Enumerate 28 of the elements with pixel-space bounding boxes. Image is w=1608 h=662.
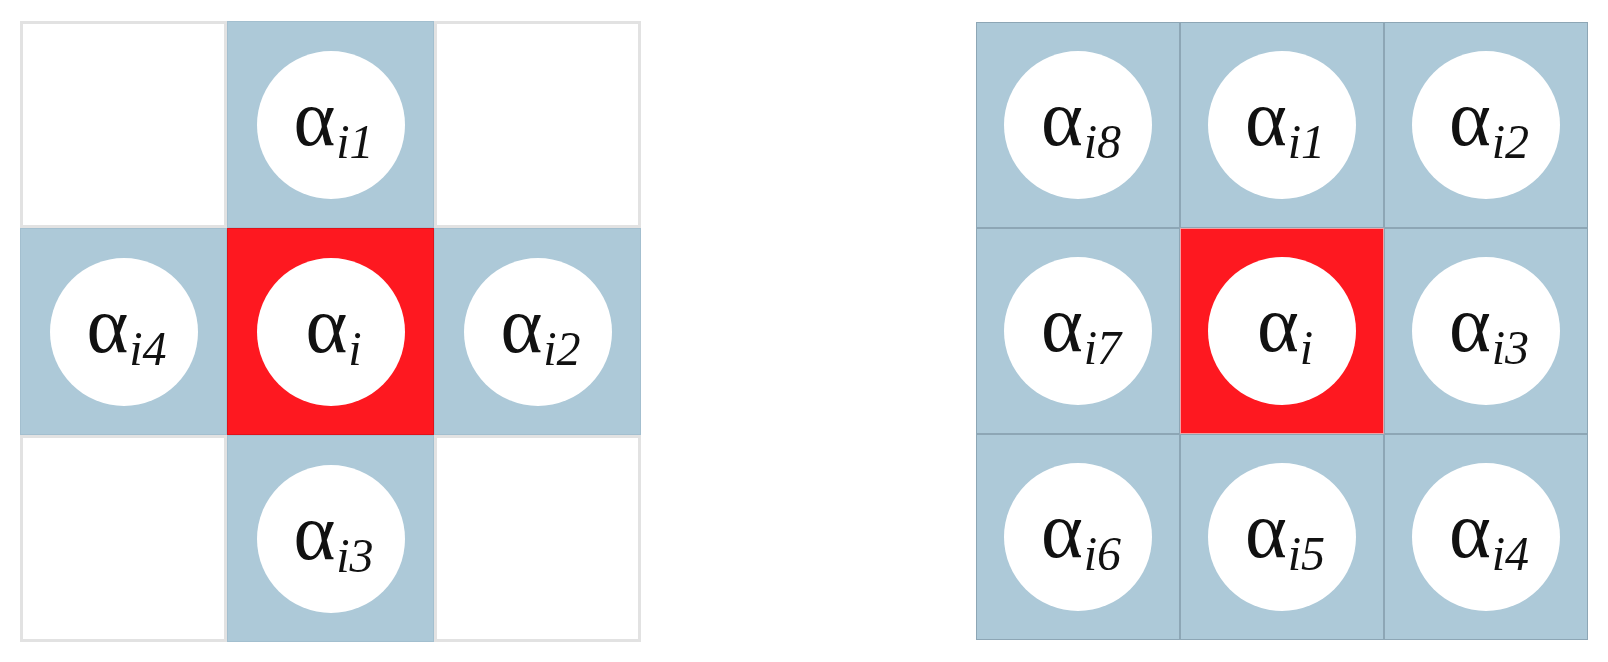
- formula-label: α$_{i}$: [1256, 284, 1314, 377]
- neighbor-cell: [227, 435, 434, 642]
- neighbor-cell: [976, 434, 1180, 640]
- neighbor-cell: [1384, 22, 1588, 228]
- neighbor-cell: [1384, 434, 1588, 640]
- formula-label: α$_{i5}$: [1244, 490, 1326, 583]
- neighbor-cell: [976, 22, 1180, 228]
- formula-label: α$_{i4}$: [86, 284, 167, 377]
- formula-label: α$_{i3}$: [1448, 284, 1530, 377]
- center-cell: [1180, 228, 1384, 434]
- neighbor-cell: [227, 21, 434, 228]
- neighbor-cell: [20, 228, 227, 435]
- formula-label: α$_{i7}$: [1040, 284, 1122, 377]
- formula-label: α$_{i3}$: [293, 491, 374, 584]
- neighbor-cell: [1384, 228, 1588, 434]
- neighbor-cell: [434, 228, 641, 435]
- formula-label: α$_{i6}$: [1040, 490, 1122, 583]
- neighbor-cell: [1180, 22, 1384, 228]
- formula-label: α$_{i1}$: [293, 77, 374, 170]
- formula-label: α$_{i2}$: [1448, 78, 1530, 171]
- formula-label: α$_{i4}$: [1448, 490, 1530, 583]
- formula-label: α$_{i2}$: [500, 284, 581, 377]
- formula-label: α$_{i8}$: [1040, 78, 1122, 171]
- formula-label: α$_{i}$: [305, 284, 362, 377]
- neighbor-cell: [976, 228, 1180, 434]
- formula-label: α$_{i1}$: [1244, 78, 1326, 171]
- center-cell: [227, 228, 434, 435]
- neighbor-cell: [1180, 434, 1384, 640]
